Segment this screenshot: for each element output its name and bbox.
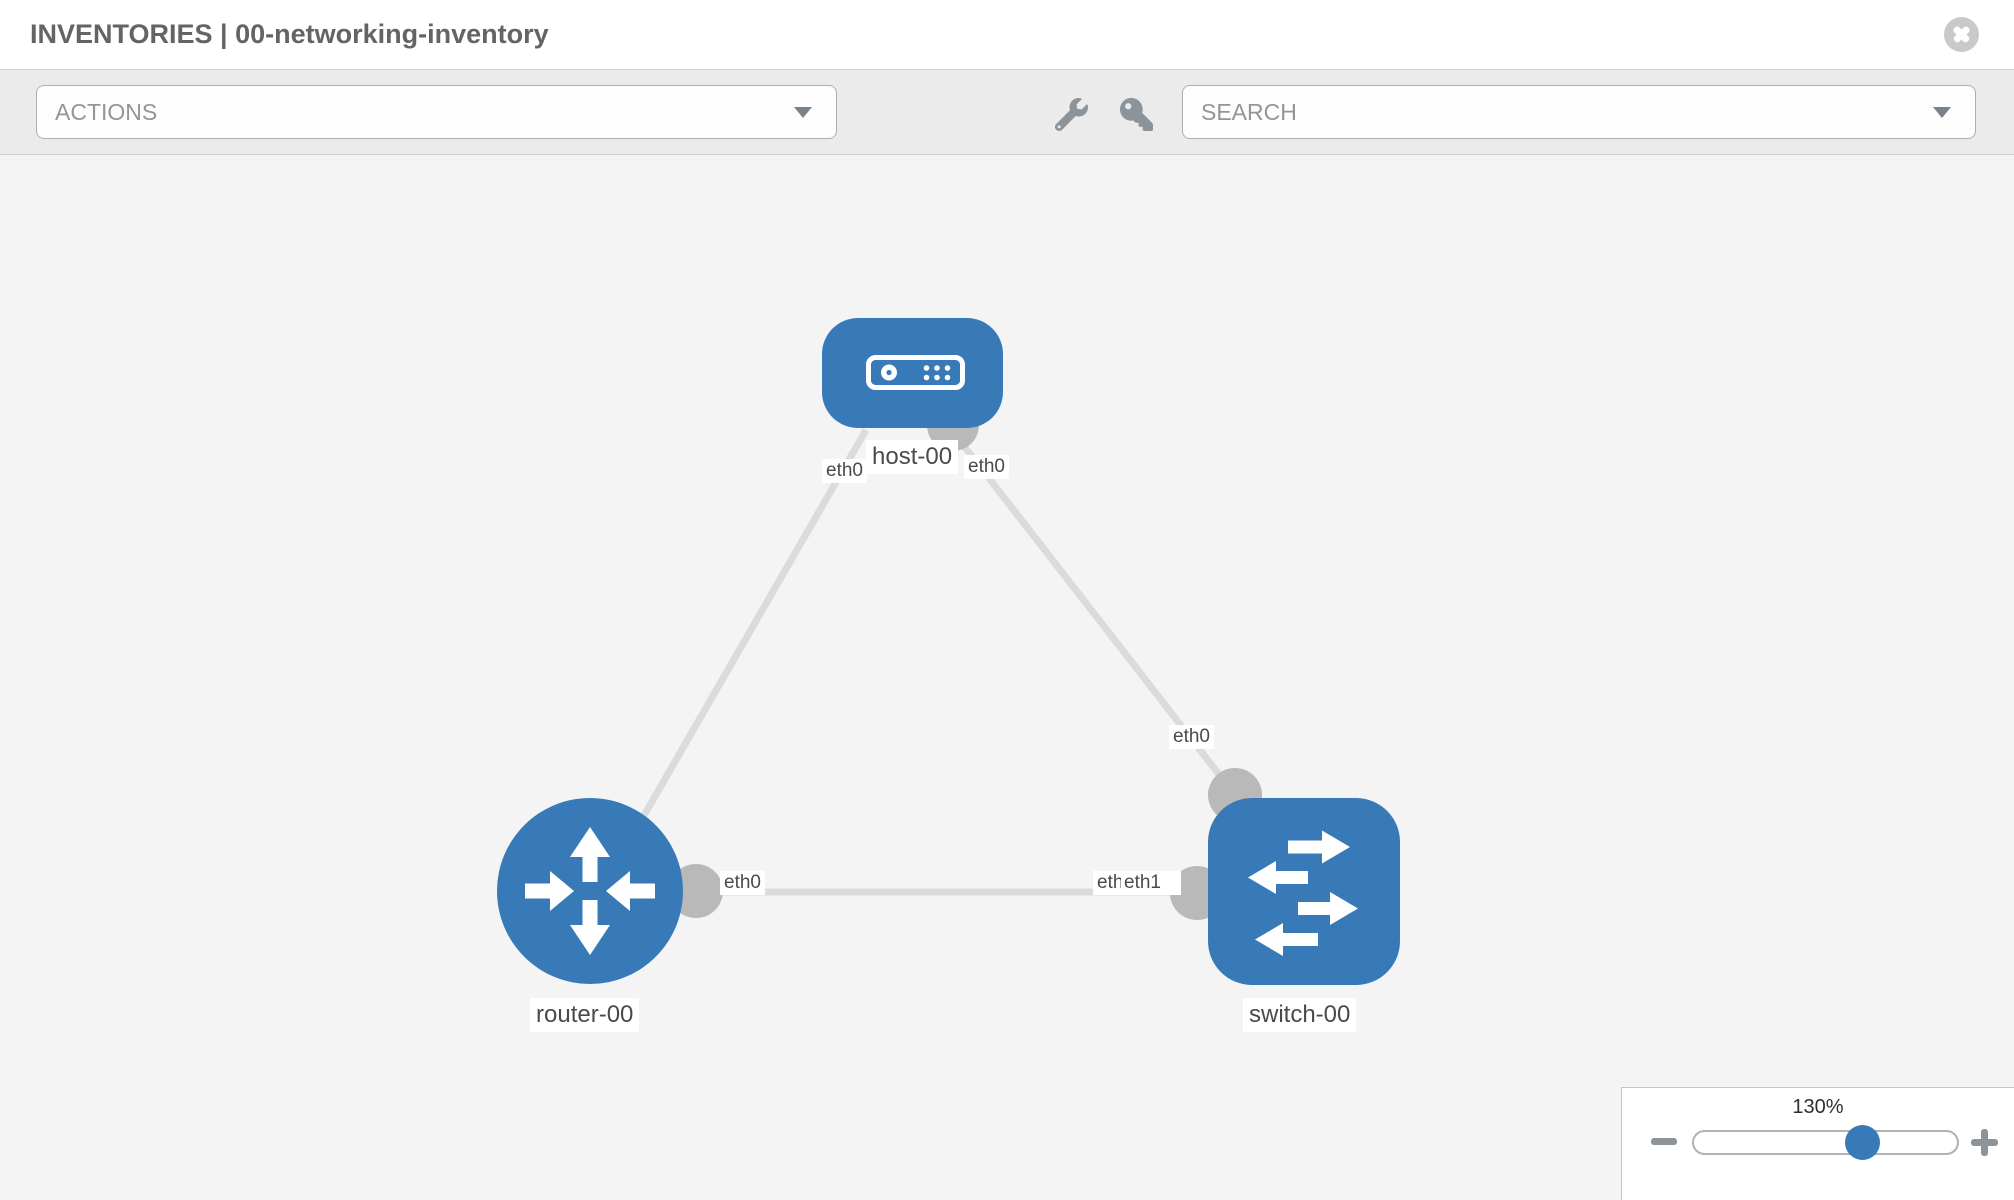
key-icon [1119, 97, 1153, 131]
actions-dropdown[interactable]: ACTIONS [36, 85, 837, 139]
zoom-control-panel: 130% [1621, 1087, 2014, 1200]
node-label-router: router-00 [530, 998, 640, 1032]
topology-canvas[interactable]: eth0 eth0 host-00 eth0 eth0 eth0 eth1 ro… [0, 155, 2014, 1200]
zoom-level-value: 130% [1792, 1096, 1844, 1118]
toolbar: ACTIONS SEARCH [0, 70, 2014, 155]
zoom-slider-track[interactable] [1692, 1130, 1959, 1155]
zoom-in-button[interactable] [1971, 1129, 1998, 1156]
chevron-down-icon [1933, 107, 1951, 118]
zoom-out-button[interactable] [1651, 1138, 1677, 1145]
interface-label-switch-to-router: eth1 [1121, 871, 1181, 895]
credentials-button[interactable] [1116, 94, 1156, 134]
tools-button[interactable] [1051, 94, 1091, 134]
node-switch[interactable] [1208, 798, 1400, 985]
wrench-icon [1054, 97, 1088, 131]
topology-svg [497, 318, 1400, 985]
interface-label-host-to-switch: eth0 [964, 455, 1009, 479]
search-input[interactable]: SEARCH [1201, 99, 1297, 125]
actions-dropdown-label: ACTIONS [55, 99, 158, 125]
interface-label-host-to-router: eth0 [822, 459, 867, 483]
router-icon [525, 827, 655, 955]
links-layer [598, 425, 1238, 896]
node-host[interactable] [822, 318, 1003, 428]
page-title: INVENTORIES | 00-networking-inventory [30, 19, 549, 49]
close-icon [1944, 17, 1979, 52]
search-dropdown[interactable]: SEARCH [1182, 85, 1976, 139]
node-label-switch: switch-00 [1243, 998, 1357, 1032]
interface-label-router-to-switch: eth0 [720, 871, 765, 895]
interface-label-switch-to-host: eth0 [1169, 725, 1214, 749]
close-button[interactable] [1944, 17, 1979, 52]
host-icon [866, 355, 965, 390]
switch-icon [1248, 830, 1358, 956]
node-label-host: host-00 [866, 440, 959, 474]
chevron-down-icon [794, 107, 812, 118]
link-host-router[interactable] [604, 428, 870, 880]
node-router[interactable] [497, 798, 683, 984]
interface-dot-router[interactable] [669, 864, 723, 918]
page-header: INVENTORIES | 00-networking-inventory [0, 0, 2014, 70]
zoom-slider-handle[interactable] [1845, 1125, 1880, 1160]
